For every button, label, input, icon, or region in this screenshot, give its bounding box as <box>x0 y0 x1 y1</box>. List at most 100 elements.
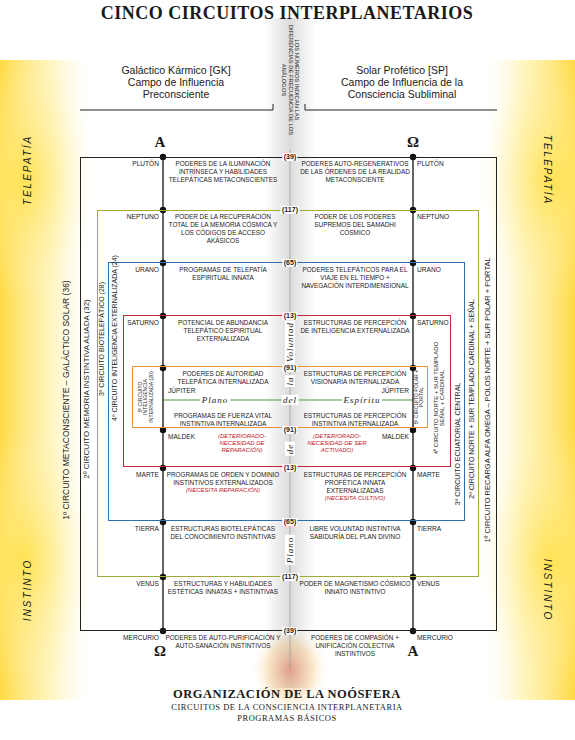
circuit-label: 2º CIRCUITO NORTE + SUR TEMPLADO CARDINA… <box>468 299 475 499</box>
circuit-label: 1º CIRCUITO RECARGA ALFA OMEGA – POLOS N… <box>484 257 492 542</box>
planet-name: URANO <box>417 266 441 274</box>
program-text: PODERES DE LA ILUMINACIÓN INTRÍNSECA Y H… <box>165 160 281 184</box>
alpha-omega-mark: A <box>408 643 419 660</box>
header-rule <box>305 104 306 110</box>
circuit-label: 5º CIRCUITO INTELIGENCIA INTERNALIZADA (… <box>138 367 154 427</box>
program-text: PROGRAMAS DE FUERZA VITAL INSTINTIVA INT… <box>165 412 281 428</box>
planet-name: TIERRA <box>135 525 159 533</box>
planet-dot <box>410 628 416 634</box>
planet-name: TIERRA <box>417 525 441 533</box>
center-axis <box>290 150 291 668</box>
circuit-label: 1º CIRCUITO METACONSCIENTE – GALÁCTICO S… <box>61 280 70 519</box>
frequency-number: (91) <box>282 426 297 434</box>
planet-dot <box>160 574 166 580</box>
plane-word: Espíritu <box>342 395 382 405</box>
condition-note: (DETERIORADO- NECESIDAD DE SER ACTIVADO) <box>300 433 374 455</box>
frequency-number: (39) <box>282 627 297 635</box>
side-word: INSTINTO <box>541 559 553 621</box>
circuit-label: 3º CIRCUITO BIOTELEPÁTICO (28) <box>98 281 105 395</box>
plane-word: Voluntad <box>285 320 295 363</box>
program-text: PODERES DE COMPASIÓN + UNIFICACIÓN COLEC… <box>299 634 411 658</box>
program-text: POTENCIAL DE ABUNDANCIA TELEPÁTICO ESPIR… <box>165 319 281 343</box>
program-text: ESTRUCTURAS DE PERCEPCIÓN PROFÉTICA INNA… <box>299 471 411 495</box>
planet-name: SATURNO <box>127 319 159 327</box>
planet-axis <box>162 157 163 631</box>
planet-name: SATURNO <box>417 319 449 327</box>
program-text: PODER DE MAGNETISMO CÓSMICO INNATO INSTI… <box>299 580 411 596</box>
circuit-label: 4º CIRCUITO INTELIGENCIA EXTERNALIZADA (… <box>111 255 118 421</box>
program-text: PODER DE LA RECUPERACIÓN TOTAL DE LA MEM… <box>165 213 281 245</box>
program-text: ESTRUCTURAS BIOTELEPÁTICAS DEL CONOCIMIE… <box>165 525 281 541</box>
field-text: Campo de Influencia Preconsciente <box>106 76 246 100</box>
frequency-number: (91) <box>282 364 297 372</box>
plane-word: de <box>285 442 295 456</box>
circuit-label: 5º CIRCUITO POLAR + PORTAL <box>414 368 425 426</box>
frequency-number: (117) <box>281 573 300 581</box>
frequency-number: (65) <box>282 259 297 267</box>
planet-name: JÚPITER <box>168 387 195 395</box>
frequency-number: (117) <box>281 206 300 214</box>
planet-name: MERCURIO <box>417 634 453 642</box>
field-heading: Galáctico Kármico [GK] <box>121 64 230 76</box>
diagram-caption: ORGANIZACIÓN DE LA NOÓSFERA <box>173 687 401 702</box>
glow-blob <box>480 60 575 300</box>
planet-dot <box>410 574 416 580</box>
frequency-number: (65) <box>282 518 297 526</box>
plane-word: Plano <box>200 395 230 405</box>
program-text: LIBRE VOLUNTAD INSTINTIVA SABIDURÍA DEL … <box>299 525 411 541</box>
circuit-label: 4º CIRCUITO NORTE + SUR TEMPLADO SEÑAL +… <box>433 336 446 461</box>
planet-name: NEPTUNO <box>417 213 449 221</box>
planet-name: VENUS <box>417 580 440 588</box>
program-text: PODERES TELEPÁTICOS PARA EL VIAJE EN EL … <box>299 266 411 290</box>
planet-name: PLUTÓN <box>417 160 444 168</box>
side-word: INSTINTO <box>22 559 34 621</box>
planet-name: URANO <box>135 266 159 274</box>
header-rule <box>80 110 273 111</box>
planet-name: MARTE <box>136 471 159 479</box>
side-word: TELEPATÍA <box>541 135 553 205</box>
circuit-frame: 3º CIRCUITO BIOTELEPÁTICO (28)3º CIRCUIT… <box>108 262 465 521</box>
side-word: TELEPATÍA <box>22 135 34 205</box>
frequency-note: LOS NÚMEROS INDICAN LAS DIFERENCIAS DE F… <box>280 21 299 139</box>
condition-note: (NECESITA CULTIVO) <box>299 495 411 502</box>
program-text: PODERES DE AUTO-PURIFICACIÓN Y AUTO-SANA… <box>165 634 281 650</box>
header-rule <box>273 104 274 110</box>
program-text: PODERES DE AUTORIDAD TELEPÁTICA INTERNAL… <box>165 370 281 386</box>
caption-line: PROGRAMAS BÁSICOS <box>237 714 336 724</box>
circuit-label: 2º CIRCUITO MEMORIA INSTINTIVA ALIADA (3… <box>83 299 91 479</box>
frequency-number: (39) <box>282 153 297 161</box>
program-text: PODER DE LOS PODERES SUPREMOS DEL SAMADH… <box>299 213 411 237</box>
diagram-title: CINCO CIRCUITOS INTERPLANETARIOS <box>101 3 473 24</box>
program-text: ESTRUCTURAS DE PERCEPCIÓN INSTINTIVA INT… <box>299 412 411 428</box>
plane-word: la <box>285 375 295 387</box>
program-text: ESTRUCTURAS Y HABILIDADES ESTÉTICAS INNA… <box>165 580 281 596</box>
alpha-omega-mark: Ω <box>154 643 166 660</box>
circuit-label: 3º CIRCUITO ECUATORIAL CENTRAL <box>454 382 461 505</box>
program-text: PODERES AUTO-REGENERATIVOS DE LAS ÓRDENE… <box>299 160 411 184</box>
field-heading: Solar Profético [SP] <box>356 64 448 76</box>
condition-note: (DETERIORADO- NECESIDAD DE REPARACIÓN) <box>204 433 280 455</box>
plane-word: del <box>282 395 299 405</box>
program-text: PROGRAMAS DE ORDEN Y DOMINIO INSTINTIVOS… <box>165 471 281 487</box>
field-text: Campo de Influencia de la Consciencia Su… <box>327 76 477 100</box>
header-rule <box>305 110 497 111</box>
frequency-number: (13) <box>282 312 297 320</box>
planet-dot <box>160 519 166 525</box>
alpha-omega-mark: Ω <box>407 134 419 151</box>
planet-name: NEPTUNO <box>127 213 159 221</box>
planet-dot <box>410 519 416 525</box>
program-text: PROGRAMAS DE TELEPATÍA ESPIRITUAL INNATA <box>165 266 281 282</box>
planet-dot <box>160 154 416 634</box>
light-pillar <box>265 18 315 688</box>
planet-dot <box>160 628 166 634</box>
caption-line: CIRCUITOS DE LA CONSCIENCIA INTERPLANETA… <box>171 703 402 713</box>
condition-note: (NECESITA REPARACIÓN) <box>165 487 281 494</box>
planet-name: PLUTÓN <box>132 160 159 168</box>
planet-name: MALDEK <box>382 433 409 441</box>
planet-name: MERCURIO <box>123 634 159 642</box>
planet-name: MARTE <box>417 471 440 479</box>
plane-word: Plano <box>285 535 295 565</box>
program-text: ESTRUCTURAS DE PERCEPCIÓN VISIONARIA INT… <box>299 370 411 386</box>
frequency-number: (13) <box>282 464 297 472</box>
